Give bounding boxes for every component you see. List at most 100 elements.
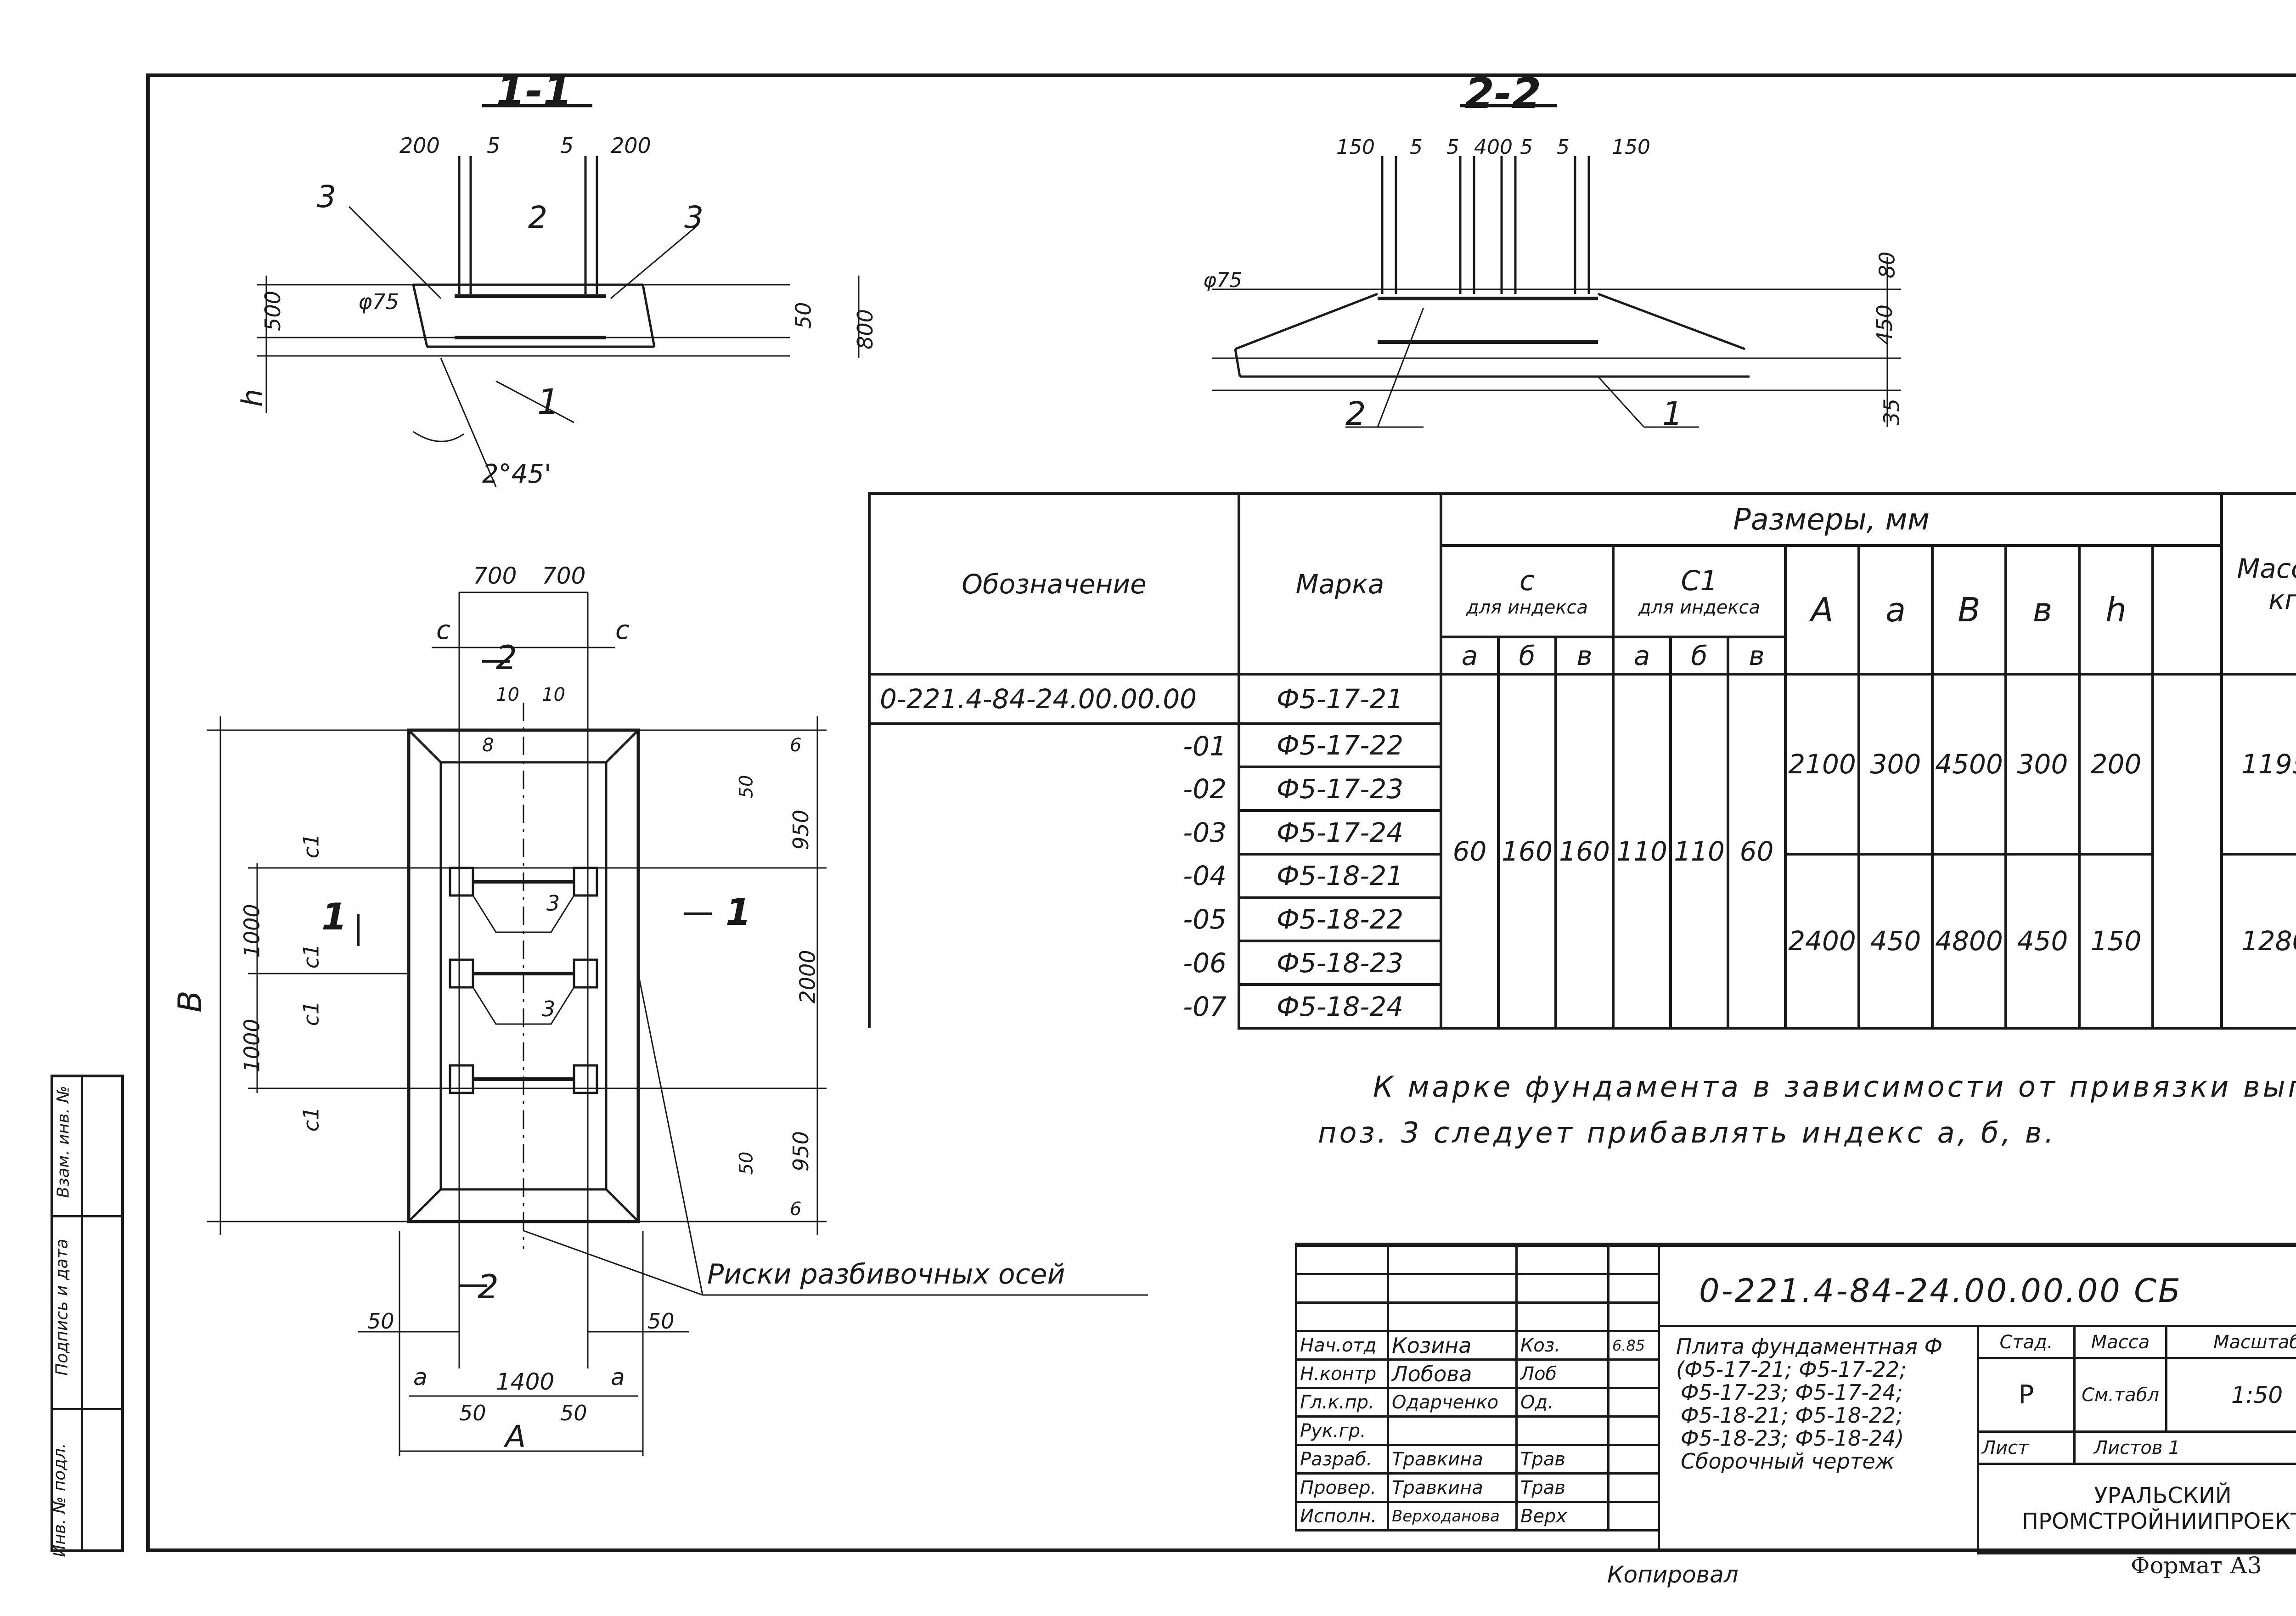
- dim-label: a: [413, 1364, 428, 1391]
- dim-label: 50: [459, 1401, 486, 1425]
- stage-value: Р: [1977, 1357, 2076, 1433]
- row-mark: Ф5-18-21: [1238, 852, 1442, 899]
- index-cell: в: [1727, 636, 1787, 676]
- row-mark: Ф5-18-23: [1238, 940, 1442, 986]
- group1-A: 2100: [1784, 673, 1860, 856]
- row-designation: -03: [868, 811, 1240, 854]
- index-cell: а: [1440, 636, 1500, 676]
- sheet-label: Лист: [1977, 1430, 2076, 1465]
- title-line: Ф5-17-23; Ф5-17-24;: [1681, 1380, 1903, 1405]
- side-stamp-row-divider: [53, 1215, 122, 1217]
- dim-label: 5: [1520, 135, 1533, 159]
- section-1-1-title: 1-1: [496, 67, 573, 116]
- dim-label: 6: [790, 735, 802, 756]
- dim-label: 450: [1872, 304, 1897, 345]
- dim-label: 1000: [239, 904, 264, 958]
- title-line: Плита фундаментная Ф: [1676, 1334, 1943, 1359]
- cut-label: 1: [726, 891, 751, 934]
- header-mark: Марка: [1238, 492, 1442, 676]
- index-cell: в: [1554, 636, 1615, 676]
- c1-b-value: 110: [1669, 673, 1729, 1030]
- dim-label: 50: [736, 1151, 757, 1175]
- dim-label: 50: [736, 775, 757, 799]
- group1-B: 4500: [1931, 673, 2007, 856]
- side-stamp: Инв. № подл. Подпись и дата Взам. инв. №: [51, 1075, 124, 1557]
- name: Одарченко: [1387, 1387, 1518, 1418]
- dim-label: c: [436, 615, 450, 645]
- dim-label: 700: [473, 563, 517, 589]
- dim-label: 200: [400, 133, 440, 158]
- group2-h: 150: [2078, 852, 2154, 1030]
- scale-value: 1:50: [2165, 1357, 2296, 1433]
- header-designation: Обозначение: [868, 492, 1240, 676]
- row-designation: -02: [868, 767, 1240, 811]
- stage-header: Стад.: [1977, 1325, 2076, 1359]
- position-label: 3: [546, 891, 560, 916]
- diameter-label: φ75: [1203, 269, 1243, 292]
- c1-v-value: 60: [1727, 673, 1787, 1030]
- title-line: Сборочный чертеж: [1681, 1449, 1895, 1474]
- header-c1: C1 для индекса: [1612, 544, 1787, 639]
- dim-label: 950: [788, 1131, 813, 1171]
- header-c-letter: c: [1519, 564, 1535, 597]
- dim-label: h: [236, 389, 270, 407]
- group1-b: 300: [2004, 673, 2081, 856]
- mass-header: Масса: [2073, 1325, 2167, 1359]
- signature: Коз.: [1515, 1330, 1609, 1361]
- side-stamp-row-divider: [53, 1408, 122, 1410]
- date: [1607, 1415, 1660, 1446]
- date: [1607, 1472, 1660, 1503]
- dim-label: 2000: [795, 950, 820, 1004]
- header-sizes: Размеры, мм: [1439, 492, 2223, 547]
- angle-label: 2°45': [482, 459, 551, 489]
- role: Рук.гр.: [1295, 1415, 1389, 1446]
- format-label: Формат А3: [2131, 1552, 2262, 1579]
- group2-B: 4800: [1931, 852, 2007, 1030]
- header-c1-index: для индекса: [1638, 597, 1761, 618]
- org-line-2: Промстройниипроект: [2021, 1509, 2296, 1534]
- dim-label: 5: [487, 133, 501, 158]
- name: Верходанова: [1387, 1501, 1518, 1532]
- position-label: 3: [317, 179, 336, 214]
- header-c: c для индекса: [1440, 544, 1615, 639]
- position-label: 1: [1662, 395, 1683, 433]
- title-block: Нач.отд Козина Коз. 6.85 Н.контр Лобова …: [1295, 1244, 2296, 1554]
- group1-h: 200: [2078, 673, 2154, 856]
- dim-label: 8: [482, 735, 494, 756]
- group2-mass: 12800: [2220, 852, 2296, 1030]
- date: [1607, 1444, 1660, 1475]
- group2-b: 450: [2004, 852, 2081, 1030]
- group1-mass: 11950: [2220, 673, 2296, 856]
- row-designation: -07: [868, 985, 1240, 1028]
- signature: [1515, 1415, 1609, 1446]
- row-mark: Ф5-18-22: [1238, 896, 1442, 943]
- dim-label: c1: [298, 1001, 324, 1026]
- header-mass: Масса, кг: [2220, 492, 2296, 676]
- signature: Од.: [1515, 1387, 1609, 1418]
- dim-label: 80: [1874, 251, 1900, 279]
- name: Козина: [1387, 1330, 1518, 1361]
- name: Травкина: [1387, 1444, 1518, 1475]
- position-label: 2: [528, 200, 547, 235]
- diameter-label: φ75: [358, 289, 399, 314]
- dim-label: c: [615, 615, 630, 645]
- date: [1607, 1501, 1660, 1532]
- dim-label: 150: [1336, 135, 1375, 159]
- group2-a: 450: [1857, 852, 1934, 1030]
- dim-label: 5: [1557, 135, 1570, 159]
- dim-label: 50: [647, 1309, 675, 1334]
- dim-label: c1: [298, 833, 324, 859]
- dim-label: 1400: [496, 1368, 555, 1395]
- scale-header: Масштаб: [2165, 1325, 2296, 1359]
- dim-label: 5: [1446, 135, 1459, 159]
- stage-table: Стад. Масса Масштаб Р См.табл 1:50 Лист …: [1977, 1325, 2296, 1554]
- dim-label: 50: [367, 1309, 394, 1334]
- row-mark: Ф5-17-21: [1238, 673, 1442, 725]
- dim-label: 10: [496, 684, 519, 705]
- dim-label: 800: [852, 309, 878, 349]
- header-c-index: для индекса: [1466, 597, 1588, 618]
- name: Травкина: [1387, 1472, 1518, 1503]
- header-B: B: [1931, 544, 2007, 676]
- empty-col: [2151, 673, 2223, 1030]
- dim-label: 50: [560, 1401, 587, 1425]
